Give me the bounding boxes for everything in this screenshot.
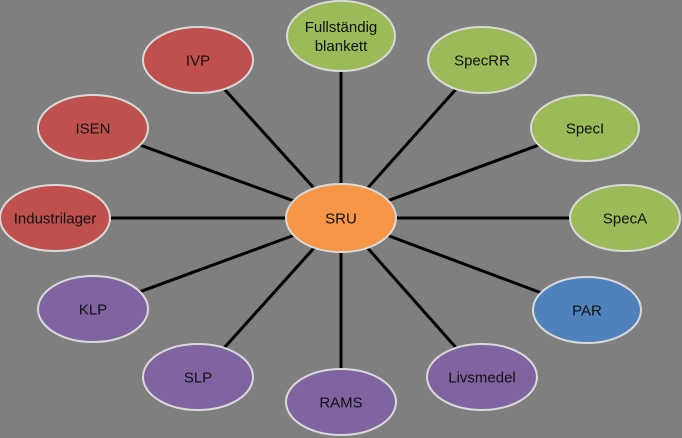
- node-label-livsmedel: Livsmedel: [448, 370, 516, 387]
- node-label-industrilager: Industrilager: [14, 211, 97, 228]
- center-node-label: SRU: [325, 211, 357, 228]
- node-label-speca: SpecA: [603, 211, 647, 228]
- node-speca: SpecA: [569, 184, 681, 252]
- node-industrilager: Industrilager: [0, 184, 111, 252]
- node-label-klp: KLP: [79, 302, 107, 319]
- node-speci: SpecI: [530, 94, 640, 162]
- node-label-fullstandig: blankett: [315, 38, 368, 55]
- node-label-fullstandig: Fullständig: [305, 19, 378, 36]
- node-specrr: SpecRR: [427, 26, 537, 94]
- node-shape-slp: [142, 343, 254, 411]
- center-node: SRU: [285, 183, 397, 253]
- node-shape-specrr: [427, 26, 537, 94]
- node-shape-ivp: [142, 26, 254, 94]
- node-shape-par: [532, 276, 642, 344]
- node-slp: SLP: [142, 343, 254, 411]
- node-ivp: IVP: [142, 26, 254, 94]
- node-shape-rams: [285, 368, 397, 436]
- node-shape-klp: [37, 275, 149, 343]
- node-shape-speci: [530, 94, 640, 162]
- node-label-slp: SLP: [184, 370, 212, 387]
- node-klp: KLP: [37, 275, 149, 343]
- node-shape-fullstandig: [286, 0, 396, 72]
- node-shape-industrilager: [0, 184, 111, 252]
- node-label-ivp: IVP: [186, 53, 210, 70]
- node-label-rams: RAMS: [319, 395, 362, 412]
- center-node-shape: [285, 183, 397, 253]
- node-par: PAR: [532, 276, 642, 344]
- node-shape-isen: [37, 94, 149, 162]
- node-livsmedel: Livsmedel: [426, 343, 538, 411]
- node-shape-speca: [569, 184, 681, 252]
- node-isen: ISEN: [37, 94, 149, 162]
- node-label-isen: ISEN: [75, 121, 110, 138]
- node-fullstandig: Fullständig blankett: [286, 0, 396, 72]
- node-shape-livsmedel: [426, 343, 538, 411]
- node-rams: RAMS: [285, 368, 397, 436]
- node-label-speci: SpecI: [566, 121, 604, 138]
- node-label-specrr: SpecRR: [454, 53, 510, 70]
- node-label-par: PAR: [572, 303, 602, 320]
